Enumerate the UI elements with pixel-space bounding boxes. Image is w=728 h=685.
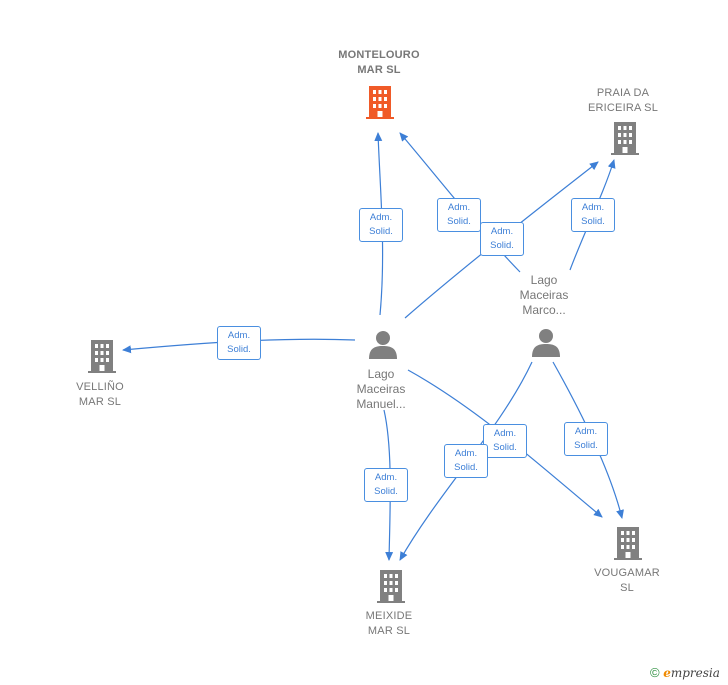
role-label-line2: Solid. (227, 344, 251, 355)
manuel-label[interactable]: Lago Maceiras Manuel... (334, 367, 428, 412)
copyright-brand: © empresia (650, 665, 720, 680)
role-label-manuel-vellino[interactable]: Adm. Solid. (217, 326, 261, 360)
role-label-manuel-montelouro[interactable]: Adm. Solid. (359, 208, 403, 242)
role-label-marco-montelouro[interactable]: Adm. Solid. (437, 198, 481, 232)
vougamar-building-icon[interactable] (614, 527, 642, 560)
vellino-label[interactable]: VELLIÑO MAR SL (55, 380, 145, 410)
role-label-line1: Adm. (374, 472, 398, 483)
role-label-manuel-meixide[interactable]: Adm. Solid. (364, 468, 408, 502)
marco-label-line2: Maceiras (519, 288, 569, 302)
manuel-label-line2: Maceiras (356, 382, 406, 396)
vougamar-label-line1: VOUGAMAR (594, 567, 660, 579)
role-label-line2: Solid. (374, 486, 398, 497)
brand-logo: empresia (663, 666, 720, 680)
role-label-line1: Adm. (493, 428, 517, 439)
montelouro-label-line2: MAR SL (357, 64, 401, 76)
manuel-label-line3: Manuel... (356, 397, 406, 411)
role-label-line1: Adm. (490, 226, 514, 237)
meixide-label[interactable]: MEIXIDE MAR SL (344, 609, 434, 639)
role-label-line2: Solid. (574, 440, 598, 451)
role-label-line2: Solid. (447, 216, 471, 227)
role-label-line2: Solid. (454, 462, 478, 473)
vellino-building-icon[interactable] (88, 340, 116, 373)
montelouro-label-line1: MONTELOURO (338, 49, 420, 61)
brand-e: e (663, 666, 671, 680)
role-label-line1: Adm. (369, 212, 393, 223)
marco-person-icon[interactable] (532, 329, 560, 357)
role-label-marco-vougamar[interactable]: Adm. Solid. (564, 422, 608, 456)
vellino-label-line1: VELLIÑO (76, 381, 124, 393)
role-label-marco-meixide[interactable]: Adm. Solid. (444, 444, 488, 478)
montelouro-building-icon[interactable] (366, 86, 394, 119)
role-label-line1: Adm. (454, 448, 478, 459)
vougamar-label[interactable]: VOUGAMAR SL (582, 566, 672, 596)
role-label-manuel-praia[interactable]: Adm. Solid. (480, 222, 524, 256)
vellino-label-line2: MAR SL (78, 396, 122, 408)
role-label-line2: Solid. (369, 226, 393, 237)
vougamar-label-line2: SL (620, 582, 634, 594)
marco-label-line1: Lago (530, 273, 558, 287)
meixide-building-icon[interactable] (377, 570, 405, 603)
role-label-line2: Solid. (581, 216, 605, 227)
role-label-line2: Solid. (490, 240, 514, 251)
role-label-line2: Solid. (493, 442, 517, 453)
role-label-line1: Adm. (227, 330, 251, 341)
marco-label[interactable]: Lago Maceiras Marco... (497, 273, 591, 318)
manuel-person-icon[interactable] (369, 331, 397, 359)
praia-label[interactable]: PRAIA DA ERICEIRA SL (565, 86, 681, 116)
role-label-line1: Adm. (574, 426, 598, 437)
meixide-label-line2: MAR SL (367, 625, 411, 637)
brand-rest: mpresia (670, 666, 720, 680)
praia-label-line2: ERICEIRA SL (587, 102, 659, 114)
montelouro-label[interactable]: MONTELOURO MAR SL (318, 48, 440, 78)
meixide-label-line1: MEIXIDE (365, 610, 413, 622)
copyright-icon: © (650, 665, 660, 680)
role-label-line1: Adm. (581, 202, 605, 213)
role-label-marco-praia[interactable]: Adm. Solid. (571, 198, 615, 232)
manuel-label-line1: Lago (367, 367, 395, 381)
praia-building-icon[interactable] (611, 122, 639, 155)
role-label-manuel-vougamar[interactable]: Adm. Solid. (483, 424, 527, 458)
marco-label-line3: Marco... (522, 303, 566, 317)
role-label-line1: Adm. (447, 202, 471, 213)
praia-label-line1: PRAIA DA (596, 87, 650, 99)
